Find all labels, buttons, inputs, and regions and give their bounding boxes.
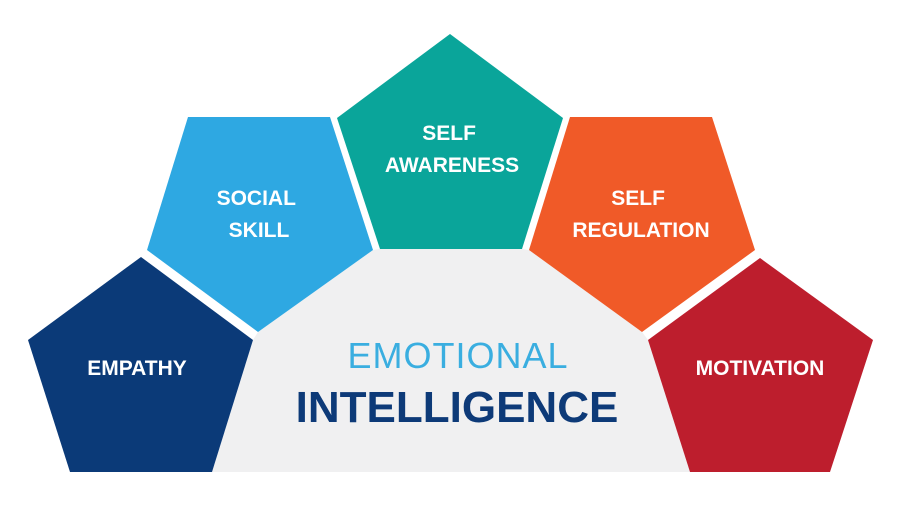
motivation-label-line1: MOTIVATION [696,357,825,380]
pentagon-empathy: EMPATHY [28,257,253,472]
center-title-emotional: EMOTIONAL [347,335,568,376]
social-skill-label-line2: SKILL [229,219,290,242]
self-awareness-label-line1: SELF [422,122,476,145]
empathy-label: EMPATHY [87,357,187,380]
center-base-shape [212,249,690,472]
self-awareness-label-line2: AWARENESS [385,154,519,177]
pentagon-self-awareness: SELF AWARENESS [337,34,563,249]
pentagon-motivation: MOTIVATION [648,258,873,472]
self-regulation-label-line1: SELF [611,187,665,210]
self-regulation-label-line2: REGULATION [572,219,709,242]
motivation-label: MOTIVATION [696,357,825,380]
empathy-label-line1: EMPATHY [87,357,187,380]
center-title-intelligence: INTELLIGENCE [296,383,619,432]
pentagon-self-regulation: SELF REGULATION [529,117,755,332]
self-regulation-label: SELF REGULATION [572,187,709,242]
social-skill-label: SOCIAL SKILL [217,187,302,242]
pentagon-social-skill: SOCIAL SKILL [147,117,373,332]
social-skill-label-line1: SOCIAL [217,187,297,210]
self-awareness-label: SELF AWARENESS [385,122,519,177]
